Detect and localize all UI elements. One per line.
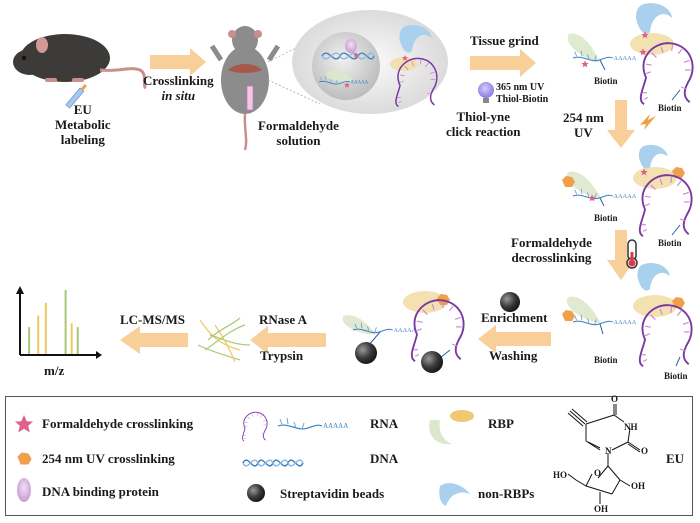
label-decrosslinking: Formaldehyde decrosslinking (511, 235, 592, 265)
label-biotin-1a: Biotin (594, 76, 618, 86)
legend-bead-icon (247, 484, 265, 502)
label-in-situ: in situ (161, 87, 196, 103)
legend-label-beads: Streptavidin beads (280, 486, 385, 501)
bead-icon-enrichment (500, 292, 520, 312)
label-eu-metabolic: EU Metabolic labeling (55, 102, 111, 148)
label-biotin-3a: Biotin (594, 355, 618, 365)
label-crosslinking: Crosslinking in situ (143, 73, 214, 103)
label-formaldehyde-solution: Formaldehyde solution (258, 118, 339, 148)
legend-label-nonrbp: non-RBPs (478, 486, 535, 501)
legend-label-dna: DNA (370, 451, 399, 466)
arrow-tissue-grind (470, 49, 536, 77)
label-tissue-grind: Tissue grind (470, 33, 539, 48)
eu-atom-o-top: O (611, 394, 619, 404)
arrow-crosslinking (150, 48, 206, 76)
eu-atom-o-right: O (641, 446, 649, 456)
eu-atom-oh-right: OH (631, 481, 646, 491)
peptides-icon (197, 317, 251, 363)
legend-label-dbp: DNA binding protein (42, 484, 159, 499)
eu-atom-nh: NH (624, 422, 638, 432)
syringe-icon-eu (65, 84, 87, 109)
legend-ellipse-icon (17, 478, 31, 502)
label-enrichment: Enrichment (481, 310, 548, 325)
legend-dna-icon (242, 459, 304, 467)
syringe-icon-formaldehyde (246, 85, 254, 111)
label-metabolic: Metabolic (55, 116, 111, 132)
legend-nonrbp-icon (439, 483, 470, 506)
rna-complex-2 (562, 144, 693, 238)
label-biotin-1b: Biotin (658, 103, 682, 113)
arrow-254uv (607, 100, 635, 148)
label-trypsin: Trypsin (260, 348, 304, 363)
label-click-reaction: Thiol-yne click reaction (446, 109, 521, 139)
legend-label-eu: EU (666, 451, 685, 466)
arrow-rnase (250, 326, 326, 354)
label-biotin-2b: Biotin (658, 238, 682, 248)
label-washing: Washing (489, 348, 538, 363)
mass-spectrum (16, 286, 102, 359)
cell-illustration (292, 10, 448, 114)
label-lcms: LC-MS/MS (120, 312, 185, 327)
arrow-lcms (120, 326, 188, 354)
uv-bulb-icon (478, 82, 494, 103)
legend-label-formaldehyde: Formaldehyde crosslinking (42, 416, 194, 431)
legend-label-uv: 254 nm UV crosslinking (42, 451, 175, 466)
legend-rbp-yellow-icon (450, 410, 474, 422)
label-254uv: 254 nm UV (563, 110, 604, 140)
label-biotin-3b: Biotin (664, 371, 688, 381)
label-biotin-2a: Biotin (594, 213, 618, 223)
eu-atom-n: N (605, 446, 612, 456)
rna-complex-1 (562, 3, 694, 106)
label-eu: EU (73, 102, 92, 117)
rna-complex-beads (340, 291, 465, 373)
eu-atom-o-ring: O (594, 468, 602, 478)
label-labeling: labeling (60, 131, 105, 147)
label-365uv: 365 nm UV Thiol-Biotin (496, 82, 549, 105)
legend-label-rna: RNA (370, 416, 399, 431)
mouse-topview-icon (209, 26, 281, 151)
label-rnase: RNase A (259, 312, 308, 327)
mouse-icon (13, 34, 148, 90)
thermometer-icon (626, 239, 638, 269)
arrow-enrichment (478, 325, 551, 353)
label-mz: m/z (44, 363, 65, 378)
legend-icons (15, 410, 474, 506)
eu-atom-oh-bottom: OH (594, 504, 609, 514)
rna-complex-3 (562, 262, 693, 368)
eu-structure (567, 404, 641, 504)
eu-atom-ho: HO (553, 470, 568, 480)
lightning-icon (640, 114, 656, 130)
legend-label-rbp: RBP (488, 416, 514, 431)
legend-rbp-green-icon (429, 420, 452, 445)
legend (5, 396, 693, 516)
